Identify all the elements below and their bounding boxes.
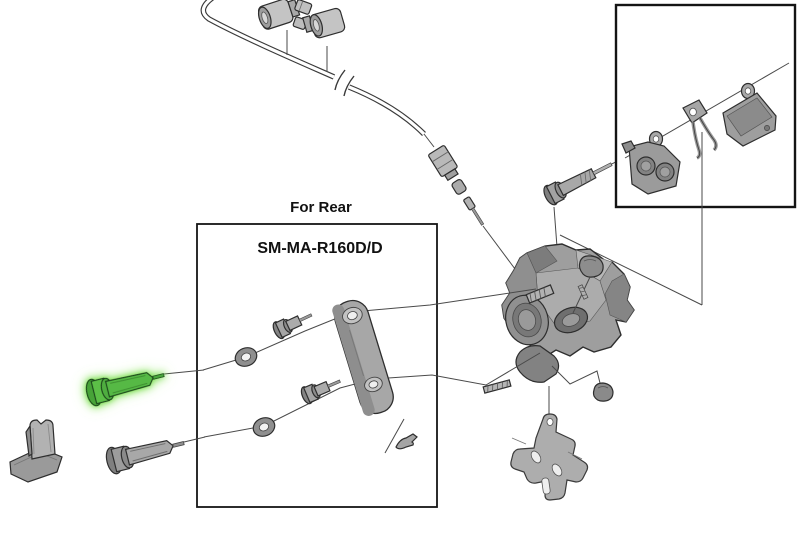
adapter-fixing-bolt-upper xyxy=(272,313,313,340)
for-rear-label: For Rear xyxy=(290,199,352,216)
snap-retainer-clip xyxy=(384,418,418,454)
pad-spring xyxy=(682,99,718,160)
washer-lower xyxy=(252,417,276,437)
hydraulic-hose xyxy=(200,0,435,148)
bleed-nipple-cap xyxy=(551,365,614,402)
bleed-screw-cap xyxy=(578,255,604,278)
bleed-screw xyxy=(572,276,591,314)
caliper-fixing-bolt xyxy=(105,436,206,475)
olive xyxy=(451,178,467,195)
adapter-model-label: SM-MA-R160D/D xyxy=(257,240,382,257)
hose-connecting-unit-front xyxy=(257,0,313,55)
connecting-bolt xyxy=(428,145,459,182)
adapter-fixing-bolt-lower xyxy=(300,379,341,405)
hose-cover xyxy=(9,419,63,483)
caliper-fixing-bolt-highlighted xyxy=(85,369,205,407)
fixing-bolt-thread-tip xyxy=(482,379,512,394)
connecting-bolt-chain xyxy=(428,145,522,278)
caliper-bracket-plate xyxy=(510,386,589,501)
brake-pad-right xyxy=(722,82,777,147)
brake-pads-inset-box xyxy=(559,3,797,306)
connecter-insert xyxy=(463,196,485,226)
inset-leader-line xyxy=(559,132,703,306)
mount-stud-upper xyxy=(525,284,555,304)
hose-break-mark xyxy=(334,69,355,97)
washer-upper xyxy=(234,347,258,367)
adapter-box: For Rear SM-MA-R160D/D xyxy=(196,199,541,508)
adapter-plate xyxy=(332,299,394,416)
caliper-body xyxy=(501,243,635,402)
brake-pad-left xyxy=(621,130,681,195)
hose-connecting-unit-rear xyxy=(292,7,346,72)
